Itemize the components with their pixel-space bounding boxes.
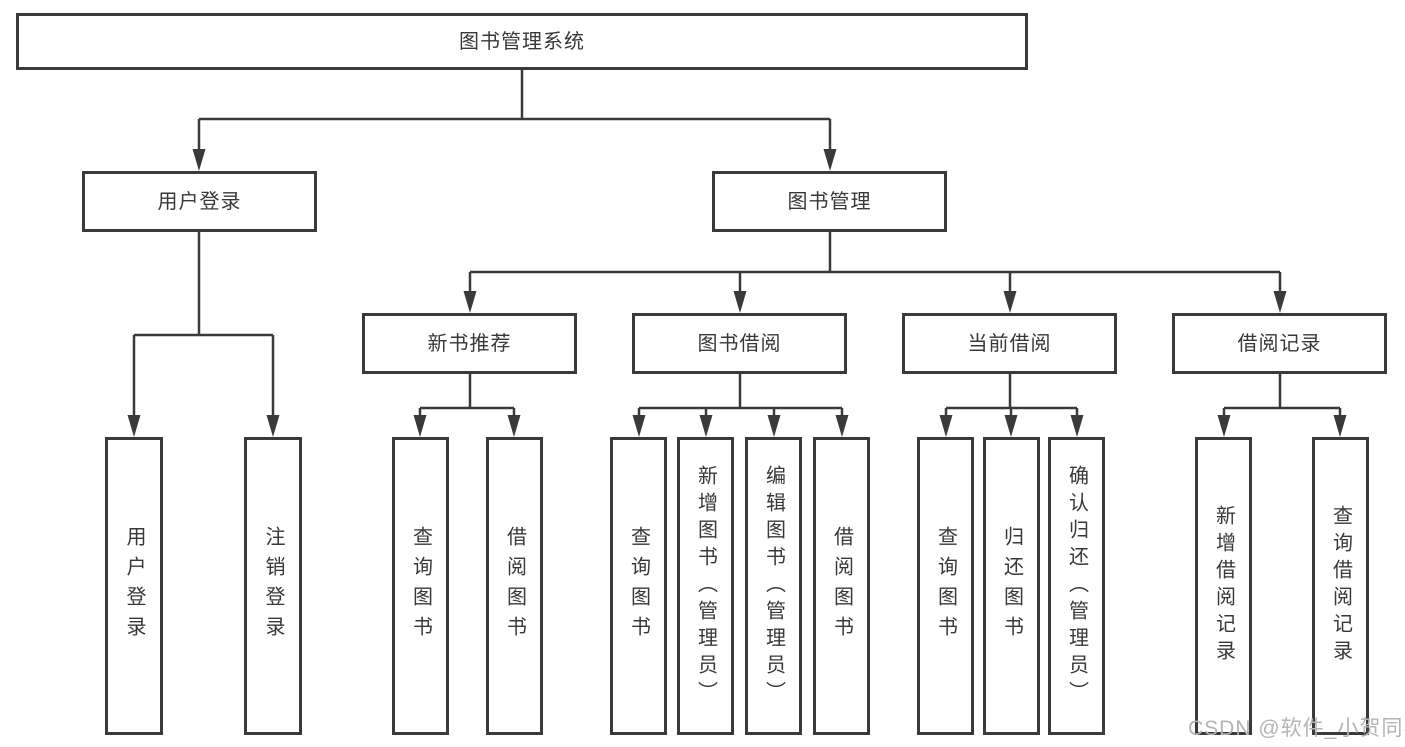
node-borrow-records: 借阅记录 xyxy=(1172,313,1387,374)
leaf-query-borrow-record: 查询借阅记录 xyxy=(1312,437,1369,735)
csdn-watermark: CSDN @软件_小贺同学 xyxy=(1188,717,1405,740)
leaf-recommend-borrow-books: 借阅图书 xyxy=(486,437,543,735)
leaf-logout: 注销登录 xyxy=(244,437,302,735)
leaf-borrow-query-books: 查询图书 xyxy=(610,437,667,735)
node-book-borrow: 图书借阅 xyxy=(632,313,847,374)
connector-path xyxy=(132,70,1342,418)
node-book-management: 图书管理 xyxy=(712,171,947,232)
node-user-login: 用户登录 xyxy=(82,171,317,232)
node-new-book-recommend: 新书推荐 xyxy=(362,313,577,374)
leaf-edit-books-admin: 编辑图书（管理员） xyxy=(745,437,802,735)
leaf-current-query-books: 查询图书 xyxy=(917,437,974,735)
leaf-confirm-return-admin: 确认归还（管理员） xyxy=(1048,437,1105,735)
leaf-return-books: 归还图书 xyxy=(983,437,1040,735)
leaf-add-borrow-record: 新增借阅记录 xyxy=(1195,437,1252,735)
leaf-user-login: 用户登录 xyxy=(105,437,163,735)
leaf-borrow-books: 借阅图书 xyxy=(813,437,870,735)
node-root-library-system: 图书管理系统 xyxy=(16,13,1028,70)
leaf-recommend-query-books: 查询图书 xyxy=(392,437,449,735)
arrowhead-icon xyxy=(127,149,1347,437)
leaf-add-books-admin: 新增图书（管理员） xyxy=(677,437,734,735)
node-current-borrow: 当前借阅 xyxy=(902,313,1117,374)
